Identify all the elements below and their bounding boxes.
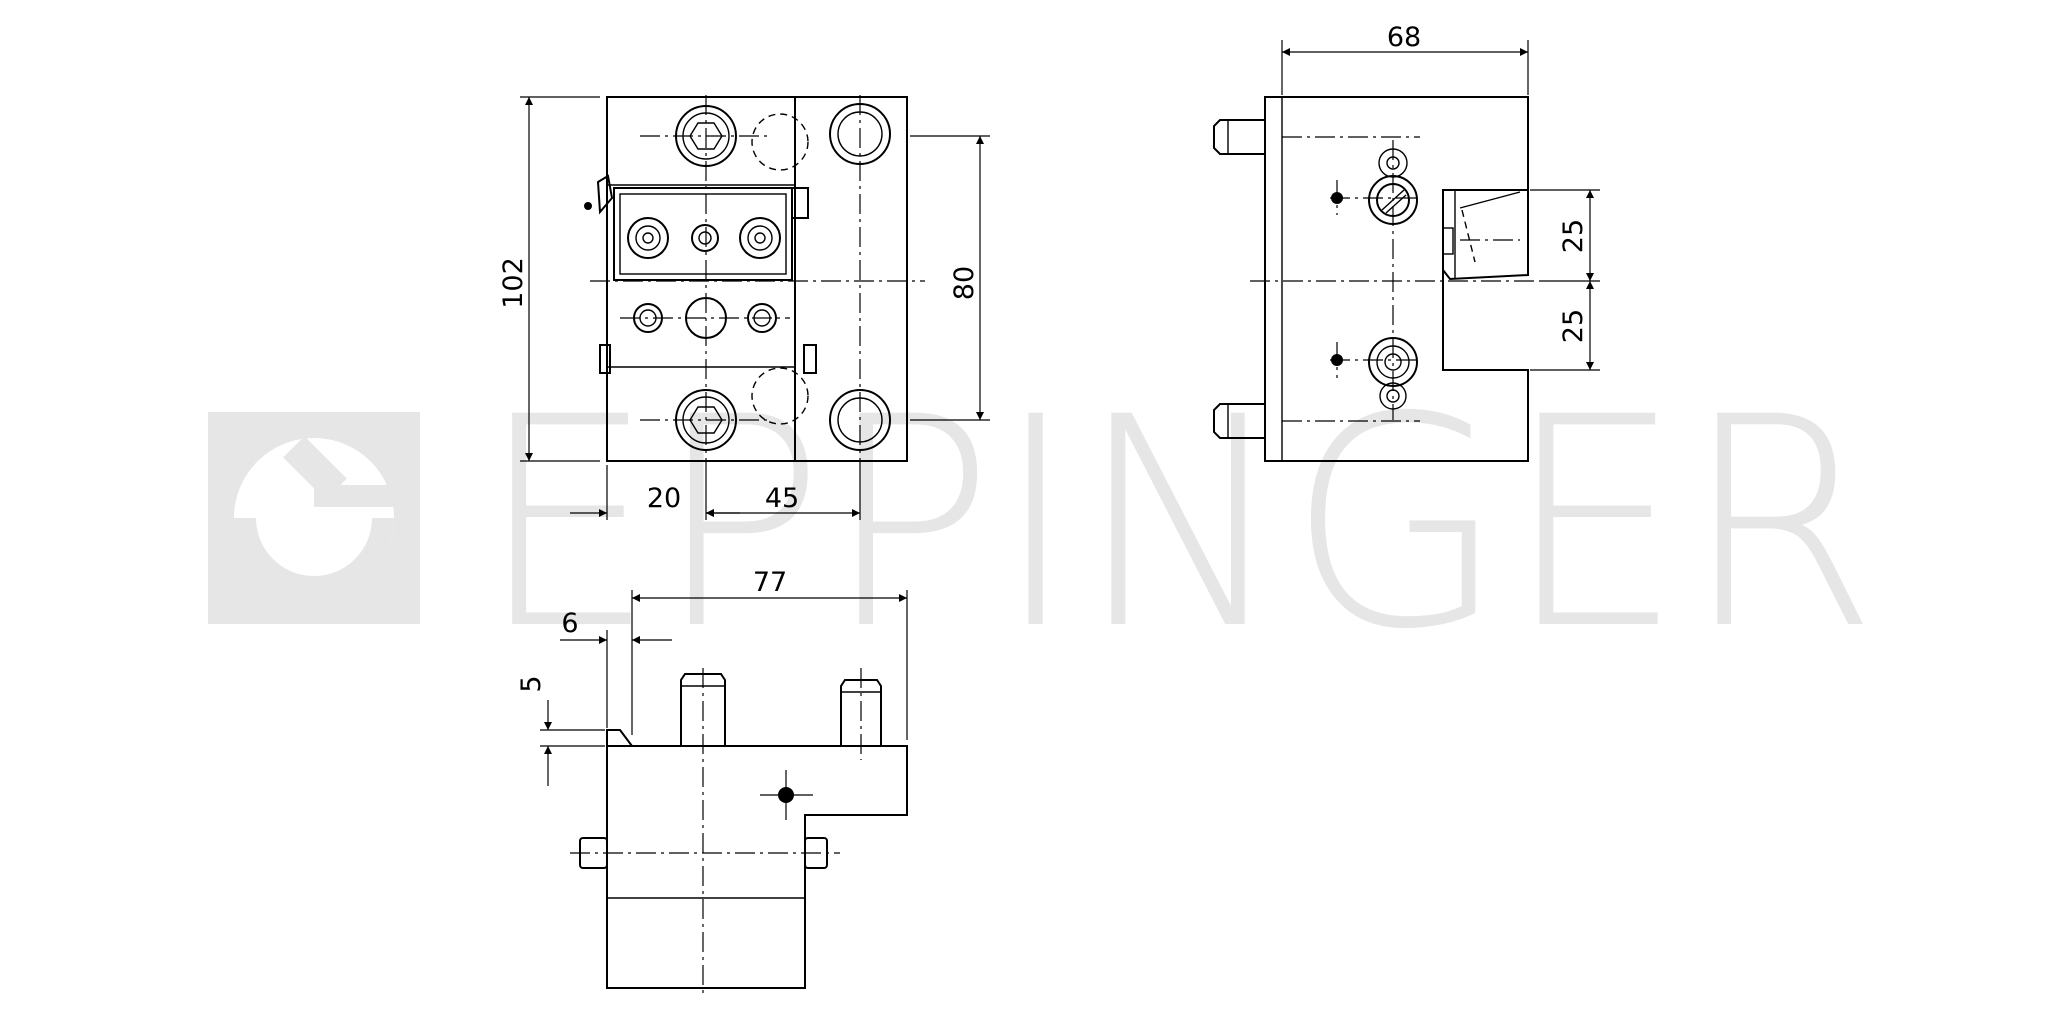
clamp-screw-left bbox=[627, 217, 669, 259]
watermark: EPPINGER bbox=[208, 356, 1878, 693]
watermark-brand-text: EPPINGER bbox=[478, 356, 1878, 693]
side-view-body bbox=[1264, 96, 1529, 462]
front-view: 102 80 20 45 bbox=[498, 95, 990, 520]
dim-68-label: 68 bbox=[1387, 22, 1421, 53]
clamp-plate bbox=[613, 187, 793, 281]
dim-25-upper-label: 25 bbox=[1558, 219, 1589, 253]
front-view-body bbox=[606, 96, 908, 462]
dim-77-label: 77 bbox=[753, 567, 787, 598]
eppinger-logo-icon bbox=[208, 412, 420, 624]
dim-5-label: 5 bbox=[516, 675, 547, 692]
dim-25-lower-label: 25 bbox=[1558, 309, 1589, 343]
dim-20-label: 20 bbox=[647, 483, 681, 514]
dim-6-label: 6 bbox=[561, 608, 578, 639]
dim-45-label: 45 bbox=[765, 483, 799, 514]
clamp-screw-right bbox=[739, 217, 781, 259]
dim-102-label: 102 bbox=[498, 257, 529, 309]
wedge-jaw bbox=[1442, 189, 1529, 281]
clamp-screw-middle bbox=[691, 224, 719, 252]
side-pin-top bbox=[1213, 119, 1265, 155]
dim-80-label: 80 bbox=[949, 266, 980, 300]
side-screw-upper bbox=[1331, 148, 1418, 225]
top-view-body bbox=[606, 745, 908, 989]
top-view: 77 6 5 bbox=[516, 567, 908, 998]
side-view: 68 25 25 bbox=[1213, 22, 1600, 462]
